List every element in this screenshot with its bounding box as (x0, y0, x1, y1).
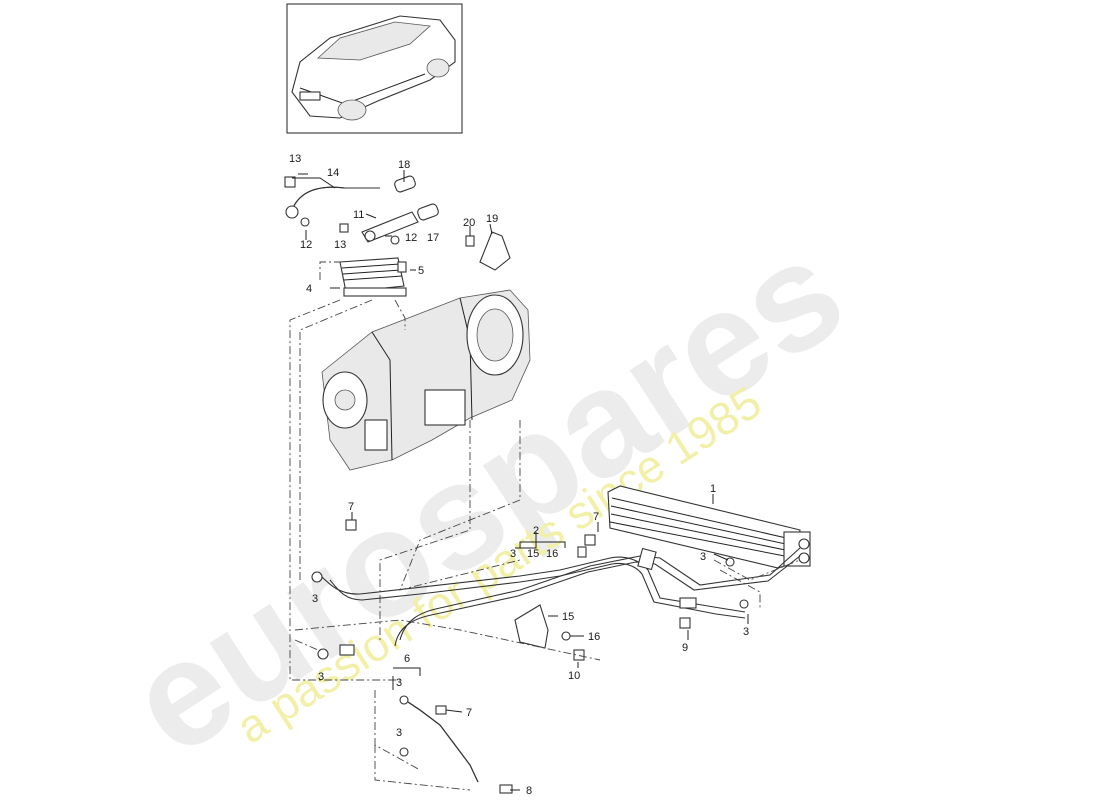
watermark: eurospares a passion for parts since 198… (101, 205, 871, 786)
callout-13-mid: 13 (334, 239, 346, 251)
oil-cooler-4 (339, 257, 407, 297)
callout-2: 2 (533, 525, 539, 537)
callout-3-cooler-lower: 3 (743, 626, 749, 638)
bolt-10 (573, 649, 585, 661)
callout-11: 11 (353, 209, 364, 221)
callout-3-hose-lower: 3 (396, 727, 402, 739)
callout-3-cooler: 3 (700, 551, 706, 563)
hose-sleeve-17 (417, 203, 439, 221)
bolt-20 (465, 235, 475, 247)
fasteners (311, 519, 749, 660)
lower-hose-6 (399, 695, 513, 794)
vehicle-suv-illustration (291, 15, 456, 121)
callout-12-right: 12 (405, 232, 417, 244)
watermark-brand: eurospares (101, 205, 871, 786)
callout-labels: 13 14 18 11 12 12 13 17 20 19 5 4 1 2 3 … (289, 153, 749, 797)
callout-3-pipes: 3 (510, 548, 516, 560)
callout-15-pipes: 15 (527, 548, 539, 560)
nut-16 (561, 631, 571, 641)
callout-7-upper: 7 (348, 501, 354, 513)
transmission-cooler-1 (607, 485, 811, 569)
callout-13-top: 13 (289, 153, 301, 165)
o-ring-12 (390, 235, 400, 245)
screw-13-mid (339, 223, 349, 233)
o-ring-12-left (300, 217, 310, 227)
callout-3-hose-upper: 3 (396, 677, 402, 689)
callout-3-left-lower: 3 (318, 671, 324, 683)
callout-8: 8 (526, 785, 532, 797)
callout-5: 5 (418, 265, 424, 277)
callout-7-right: 7 (593, 511, 599, 523)
assembly-leaders (289, 261, 801, 791)
vehicle-thumbnail (286, 3, 463, 134)
callout-12-left: 12 (300, 239, 312, 251)
callout-10: 10 (568, 670, 580, 682)
callout-17: 17 (427, 232, 439, 244)
bracket-15 (514, 604, 585, 661)
callout-3-left-upper: 3 (312, 593, 318, 605)
callout-19: 19 (486, 213, 498, 225)
bolt-5 (397, 261, 407, 273)
callout-leaders (292, 170, 749, 791)
callout-7-hose: 7 (466, 707, 472, 719)
callout-1: 1 (710, 483, 716, 495)
hose-sleeve-18 (394, 175, 416, 193)
callout-20: 20 (463, 217, 475, 229)
callout-9: 9 (682, 642, 688, 654)
callout-14: 14 (327, 167, 339, 179)
upper-hose-assembly (284, 175, 439, 245)
callout-16-bracket: 16 (588, 631, 600, 643)
callout-18: 18 (398, 159, 410, 171)
callout-16-pipes: 16 (546, 548, 558, 560)
screw-13-top (284, 176, 296, 188)
callout-6: 6 (404, 653, 410, 665)
callout-4: 4 (306, 283, 312, 295)
bracket-19 (465, 231, 511, 271)
cooler-pipes-2 (319, 547, 801, 647)
transmission-housing (321, 289, 531, 471)
thumbnail-frame (286, 3, 463, 134)
callout-15-bracket: 15 (562, 611, 574, 623)
